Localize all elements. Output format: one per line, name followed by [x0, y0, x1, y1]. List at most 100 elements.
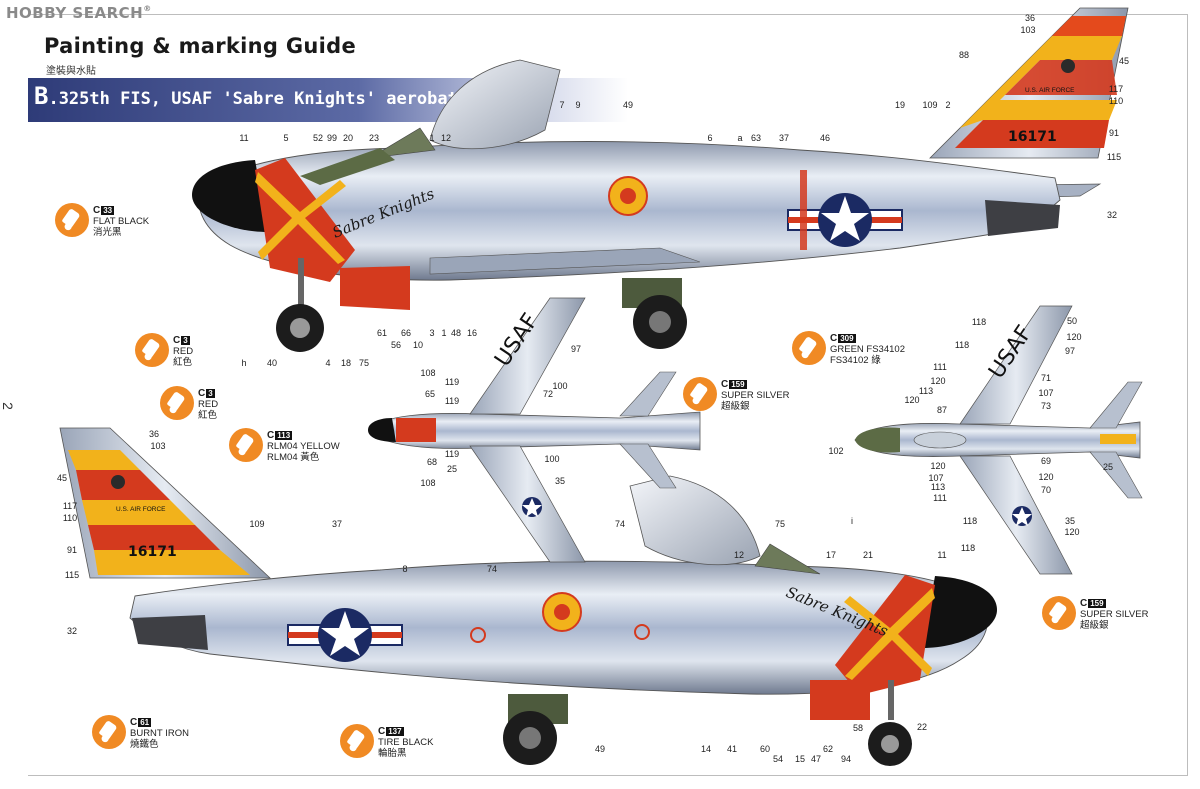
callout-number: 118 [972, 317, 986, 327]
callout-number: 47 [811, 754, 821, 764]
callout-number: 120 [1066, 332, 1081, 342]
callout-number: 11 [937, 550, 946, 560]
callout-number: 17 [826, 550, 836, 560]
callout-number: 46 [820, 133, 830, 143]
callout-number: 20 [343, 133, 353, 143]
callout-number: 103 [1020, 25, 1035, 35]
callout-number: 91 [67, 545, 77, 555]
guide-subtitle: 塗裝與水貼 [46, 66, 96, 77]
tail-text-top: U.S. AIR FORCE [1025, 87, 1075, 94]
callout-number: 118 [963, 516, 977, 526]
swatch-local-name: 消光黑 [93, 227, 122, 238]
callout-number: 14 [701, 744, 711, 754]
callout-number: 49 [595, 744, 605, 754]
scheme-banner-title: B.325th FIS, USAF 'Sabre Knights' aeroba… [34, 82, 530, 110]
callout-number: 107 [928, 473, 943, 483]
callout-number: 54 [773, 754, 783, 764]
callout-number: 25 [1103, 462, 1113, 472]
callout-number: 45 [57, 473, 67, 483]
callout-number: 120 [904, 395, 919, 405]
watermark: HOBBY SEARCH® [6, 4, 152, 22]
callout-number: 66 [401, 328, 411, 338]
callout-number: 118 [955, 340, 969, 350]
callout-number: 75 [775, 519, 785, 529]
callout-number: a [737, 133, 742, 143]
callout-number: 9 [575, 100, 580, 110]
callout-number: 18 [341, 358, 351, 368]
callout-number: 97 [571, 344, 581, 354]
callout-number: 117 [1109, 84, 1123, 94]
landing-gear-top [276, 258, 687, 352]
tail-stripes-top [960, 36, 1122, 128]
callout-number: 94 [841, 754, 851, 764]
callout-number: 63 [751, 133, 761, 143]
callout-number: 108 [420, 478, 435, 488]
callout-number: 108 [420, 368, 435, 378]
callout-number: 71 [1041, 373, 1051, 383]
callout-number: 25 [447, 464, 457, 474]
callout-number: 37 [332, 519, 342, 529]
callout-number: 23 [369, 133, 379, 143]
landing-gear-bottom [503, 680, 912, 766]
callout-number: 73 [1041, 401, 1051, 411]
callout-number: 12 [734, 550, 744, 560]
callout-number: 62 [823, 744, 833, 754]
callout-number: 56 [391, 340, 401, 350]
roundel-top [787, 193, 903, 247]
callout-number: 22 [917, 722, 927, 732]
callout-number: 6 [707, 133, 712, 143]
canopy-top [429, 59, 561, 150]
scheme-letter: B [34, 82, 49, 110]
callout-number: 107 [1038, 388, 1053, 398]
callout-number: 110 [1109, 96, 1123, 106]
callout-number: 40 [267, 358, 277, 368]
callout-number: 113 [931, 482, 945, 492]
callout-number: 110 [63, 513, 77, 523]
callout-number: 36 [149, 429, 159, 439]
callout-number: 102 [828, 446, 843, 456]
squadron-crest-icon [1061, 59, 1075, 73]
callout-number: 3 [429, 328, 434, 338]
callout-number: 60 [760, 744, 770, 754]
callout-number: 7 [559, 100, 564, 110]
callout-number: i [851, 516, 853, 526]
roundel-bottom [287, 608, 403, 662]
callout-number: 68 [427, 457, 437, 467]
callout-number: 119 [445, 377, 459, 387]
swatch-name: FLAT BLACK [93, 216, 150, 227]
paint-brush-icon [55, 203, 89, 237]
callout-number: 97 [1065, 346, 1075, 356]
callout-number: 61 [377, 328, 387, 338]
callout-number: 10 [413, 340, 423, 350]
callout-number: 5 [283, 133, 288, 143]
callout-number: 50 [1067, 316, 1077, 326]
tail-serial-bottom: 16171 [128, 544, 177, 560]
plan-view-underside: USAF [368, 297, 701, 563]
callout-number: 74 [615, 519, 625, 529]
callout-number: 32 [67, 626, 77, 636]
profile-right-facing: U.S. AIR FORCE 16171 Sabre Knights [59, 427, 997, 766]
callout-number: 100 [544, 454, 559, 464]
callout-number: 103 [150, 441, 165, 451]
profile-left-facing: U.S. AIR FORCE 16171 Sabre Knights [192, 7, 1129, 352]
callout-number: 1 [441, 328, 446, 338]
callout-number: 100 [552, 381, 567, 391]
paint-brush-icon [792, 331, 826, 365]
callout-number: 41 [727, 744, 737, 754]
callout-number: 35 [555, 476, 565, 486]
callout-number: 45 [1119, 56, 1129, 66]
callout-number: 120 [930, 461, 945, 471]
callout-number: 74 [487, 564, 497, 574]
callout-number: 115 [65, 570, 79, 580]
callout-number: 119 [445, 396, 459, 406]
